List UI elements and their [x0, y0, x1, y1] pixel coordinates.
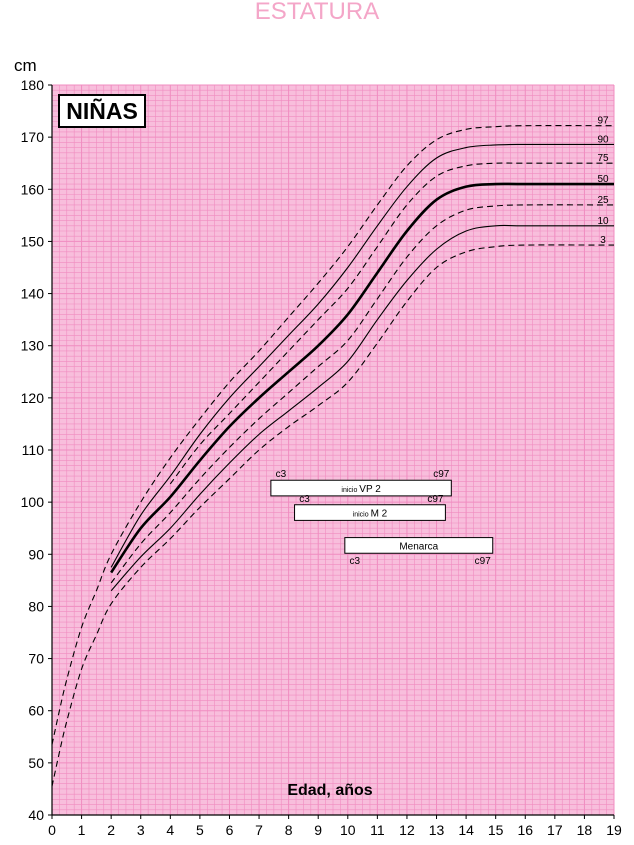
x-tick-label: 12	[399, 822, 415, 838]
x-tick-label: 10	[340, 822, 356, 838]
x-tick-label: 0	[48, 822, 56, 838]
y-tick-label: 40	[28, 807, 44, 823]
chart-axes: 4050607080901001101201301401501601701800…	[21, 77, 622, 838]
percentile-curve-10	[110, 224, 614, 592]
y-tick-label: 120	[21, 390, 45, 406]
x-tick-label: 16	[517, 822, 533, 838]
y-tick-label: 50	[28, 755, 44, 771]
x-tick-label: 5	[196, 822, 204, 838]
percentile-label-90: 90	[597, 134, 609, 145]
pubertal-bar-1	[294, 504, 446, 521]
percentile-curve-50	[110, 182, 614, 574]
bar-c3-label: c3	[276, 469, 287, 480]
pubertal-bar-label: inicio M 2	[353, 509, 388, 520]
percentile-label-3: 3	[600, 235, 606, 246]
y-tick-label: 140	[21, 286, 45, 302]
pubertal-bar-0	[270, 479, 452, 497]
bar-c97-label: c97	[433, 469, 450, 480]
sex-label-box: NIÑAS	[58, 94, 146, 128]
x-tick-label: 11	[370, 822, 385, 838]
percentile-label-97: 97	[597, 116, 609, 127]
y-tick-label: 110	[22, 442, 45, 458]
bar-c97-label: c97	[427, 494, 444, 505]
percentile-labels: 97 90 75 50 25 10 3	[597, 116, 609, 246]
chart-grid	[51, 84, 615, 816]
y-tick-label: 160	[21, 181, 45, 197]
sex-label: NIÑAS	[66, 97, 138, 124]
x-tick-label: 4	[166, 822, 174, 838]
x-tick-label: 1	[78, 822, 86, 838]
bar-c97-label: c97	[475, 556, 492, 567]
y-tick-label: 70	[28, 651, 44, 667]
x-tick-label: 17	[547, 822, 563, 838]
percentile-curve-25	[110, 204, 615, 584]
x-tick-label: 8	[285, 822, 293, 838]
percentile-curve-97	[51, 125, 615, 745]
pubertal-bar-2	[344, 537, 494, 554]
y-tick-label: 90	[28, 546, 44, 562]
percentile-curve-3	[51, 244, 615, 787]
bar-c3-label: c3	[299, 494, 310, 505]
x-tick-label: 14	[458, 822, 474, 838]
pubertal-bar-label: Menarca	[399, 541, 438, 552]
x-tick-label: 13	[429, 822, 445, 838]
x-tick-label: 3	[137, 822, 145, 838]
x-tick-label: 18	[577, 822, 593, 838]
y-unit-label: cm	[14, 56, 37, 75]
x-axis-title: Edad, años	[287, 782, 373, 799]
page-title: ESTATURA	[254, 0, 380, 25]
y-tick-label: 170	[21, 129, 45, 145]
percentile-label-10: 10	[597, 216, 609, 227]
x-tick-label: 6	[226, 822, 234, 838]
y-tick-label: 130	[21, 338, 45, 354]
y-tick-label: 180	[21, 77, 45, 93]
percentile-label-50: 50	[597, 174, 609, 185]
percentile-curve-90	[110, 143, 615, 568]
y-tick-label: 60	[28, 703, 44, 719]
x-tick-label: 2	[107, 822, 115, 838]
x-tick-label: 19	[606, 822, 622, 838]
y-tick-label: 150	[21, 233, 45, 249]
percentile-label-25: 25	[597, 195, 609, 206]
x-tick-label: 9	[314, 822, 322, 838]
y-tick-label: 80	[28, 598, 44, 614]
percentile-label-75: 75	[597, 153, 609, 164]
y-tick-label: 100	[21, 494, 45, 510]
percentile-curve-75	[169, 162, 614, 485]
bar-c3-label: c3	[350, 556, 361, 567]
x-tick-label: 7	[255, 822, 263, 838]
pubertal-bar-label: inicio VP 2	[341, 484, 381, 495]
percentile-curves	[51, 125, 615, 787]
x-tick-label: 15	[488, 822, 504, 838]
